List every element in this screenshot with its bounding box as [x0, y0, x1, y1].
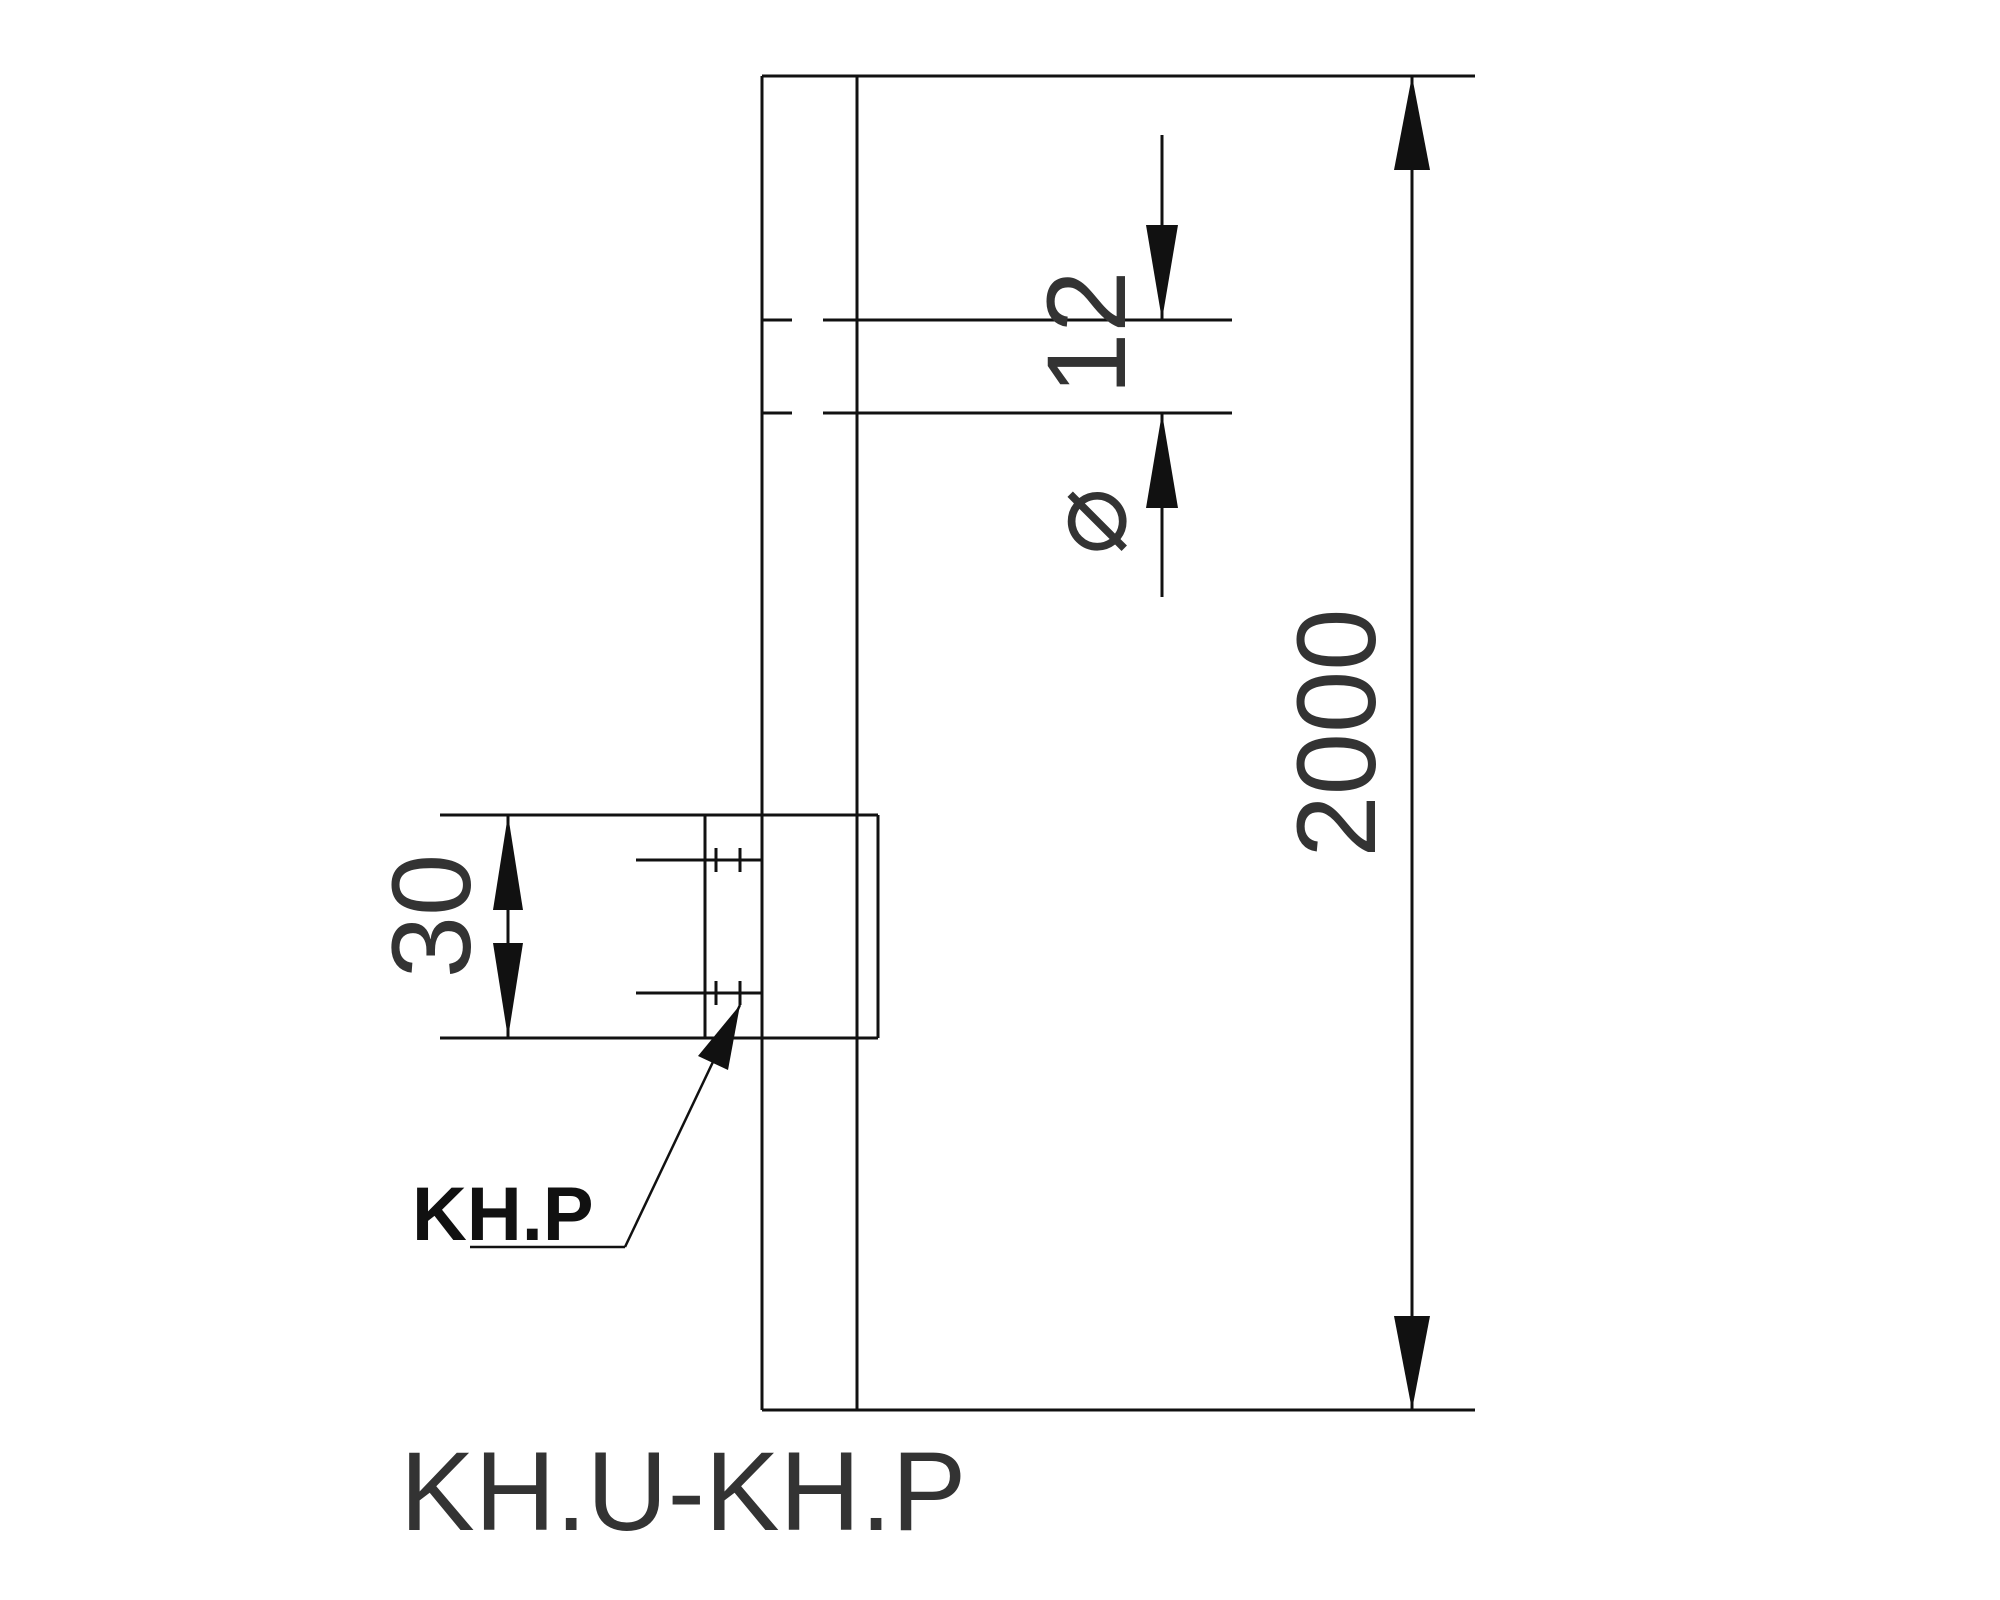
- overall-dim-arrow-top: [1394, 76, 1430, 170]
- hole-diameter-dimension: ⌀ 12: [1024, 135, 1178, 597]
- diameter-symbol: ⌀: [1024, 488, 1149, 555]
- block-dim-arrow-bottom: [493, 943, 523, 1038]
- block-height-value: 30: [369, 854, 494, 979]
- hole-diameter-value: 12: [1024, 270, 1149, 395]
- overall-height-dimension: 2000: [1274, 76, 1430, 1410]
- block-height-dimension: 30: [369, 815, 523, 1038]
- hole-lines: [762, 318, 1232, 415]
- block-dim-arrow-top: [493, 815, 523, 910]
- overall-dim-arrow-bottom: [1394, 1316, 1430, 1410]
- overall-height-value: 2000: [1274, 608, 1399, 857]
- callout-arrow: [698, 1005, 740, 1070]
- callout-label: KH.P: [412, 1172, 594, 1257]
- hole-dim-text-group: ⌀ 12: [1024, 270, 1149, 555]
- side-block: [440, 813, 880, 1040]
- hole-dim-arrow-down: [1146, 225, 1178, 320]
- main-plate: [760, 74, 1475, 1412]
- drawing-title: KH.U-KH.P: [400, 1429, 966, 1554]
- callout-leader: KH.P: [412, 1004, 742, 1257]
- hole-dim-arrow-up: [1146, 413, 1178, 508]
